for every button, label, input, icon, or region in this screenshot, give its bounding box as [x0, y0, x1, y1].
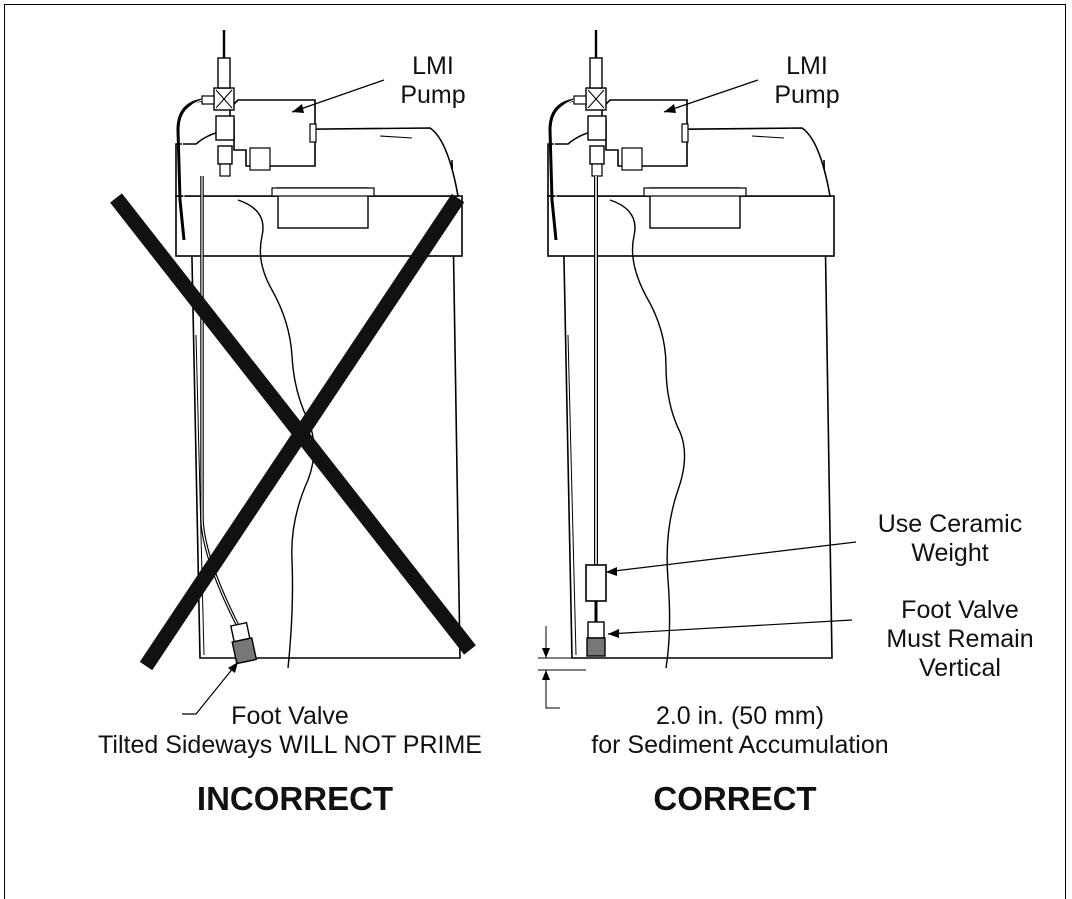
foot-valve-vertical-label: Foot Valve Must Remain Vertical — [862, 596, 1058, 683]
left-pump-label-line1: LMI — [412, 52, 454, 80]
right-pump-label: LMI Pump — [752, 52, 862, 110]
left-foot-valve-note-line2: Tilted Sideways WILL NOT PRIME — [98, 731, 482, 759]
ceramic-weight-label-line2: Weight — [911, 539, 989, 567]
left-foot-valve-note: Foot Valve Tilted Sideways WILL NOT PRIM… — [40, 702, 540, 760]
correct-verdict: CORRECT — [653, 780, 817, 817]
clearance-note: 2.0 in. (50 mm) for Sediment Accumulatio… — [540, 702, 940, 760]
foot-valve-vertical-label-line1: Foot Valve — [901, 596, 1019, 624]
left-pump-label-line2: Pump — [400, 81, 466, 109]
diagram-frame — [4, 4, 1066, 899]
right-pump-label-line2: Pump — [774, 81, 840, 109]
clearance-note-line1: 2.0 in. (50 mm) — [655, 702, 825, 730]
clearance-note-line2: for Sediment Accumulation — [591, 731, 889, 759]
left-pump-label: LMI Pump — [378, 52, 488, 110]
foot-valve-vertical-label-line3: Vertical — [919, 654, 1001, 682]
ceramic-weight-label-line1: Use Ceramic — [877, 510, 1023, 538]
ceramic-weight-label: Use Ceramic Weight — [850, 510, 1050, 568]
foot-valve-vertical-label-line2: Must Remain — [886, 625, 1034, 653]
incorrect-verdict: INCORRECT — [196, 780, 394, 817]
right-pump-label-line1: LMI — [786, 52, 828, 80]
left-foot-valve-note-line1: Foot Valve — [231, 702, 349, 730]
